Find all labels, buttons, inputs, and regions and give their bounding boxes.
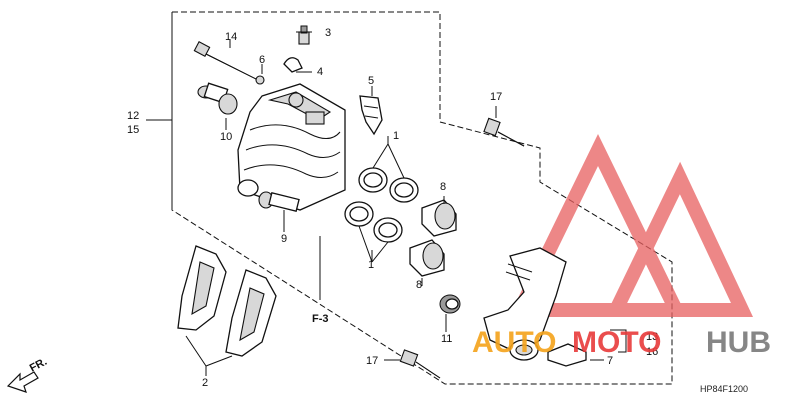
label-7: 7 (607, 355, 613, 367)
part-3-bleeder-screw (298, 25, 310, 45)
label-10: 10 (220, 131, 232, 143)
part-13-bracket (483, 247, 567, 361)
front-arrow: FR. (6, 356, 49, 393)
label-17-lower: 17 (366, 355, 378, 367)
label-15: 15 (127, 124, 139, 136)
part-1-seals (344, 167, 419, 243)
label-1-lower: 1 (368, 259, 374, 271)
watermark-text: AUTO MOTO HUB (472, 326, 771, 359)
watermark-logo (508, 134, 754, 317)
caliper-body (237, 83, 346, 211)
label-14: 14 (225, 31, 237, 43)
part-11-boot (439, 294, 461, 314)
part-5-pad-spring (359, 95, 383, 136)
label-1-upper: 1 (393, 130, 399, 142)
part-6-boot (255, 75, 265, 85)
label-9: 9 (281, 233, 287, 245)
part-labels: 14 6 3 4 5 1 8 1 8 11 10 9 F-3 12 15 2 1… (127, 27, 658, 389)
label-8-upper: 8 (440, 181, 446, 193)
front-label: FR. (28, 356, 49, 375)
label-16: 16 (646, 346, 658, 358)
part-8-pistons (409, 199, 457, 277)
part-2-brake-pads (177, 245, 277, 357)
label-2: 2 (202, 377, 208, 389)
watermark-moto: MOTO (572, 326, 661, 359)
label-11: 11 (441, 333, 452, 345)
label-13: 13 (646, 331, 658, 343)
part-14-pin-bolt (193, 41, 259, 81)
label-6: 6 (259, 54, 265, 66)
part-9-slide-pin (258, 191, 300, 212)
label-4: 4 (317, 66, 323, 78)
label-17-upper: 17 (490, 91, 502, 103)
diagram-code: HP84F1200 (700, 384, 748, 394)
label-5: 5 (368, 75, 374, 87)
label-3: 3 (325, 27, 331, 39)
part-7-retainer (547, 343, 587, 367)
label-12: 12 (127, 110, 139, 122)
leader-lines (146, 31, 627, 376)
assembly-boundary (171, 11, 673, 385)
part-17-bolt-upper (483, 117, 525, 147)
label-ref-f3: F-3 (312, 313, 329, 325)
part-10-slide-pin (197, 82, 238, 115)
watermark-hub: HUB (706, 326, 771, 359)
part-17-bolt-lower (399, 349, 441, 379)
watermark-auto: AUTO (472, 326, 556, 359)
label-8-lower: 8 (416, 279, 422, 291)
part-4-cap (283, 57, 303, 73)
